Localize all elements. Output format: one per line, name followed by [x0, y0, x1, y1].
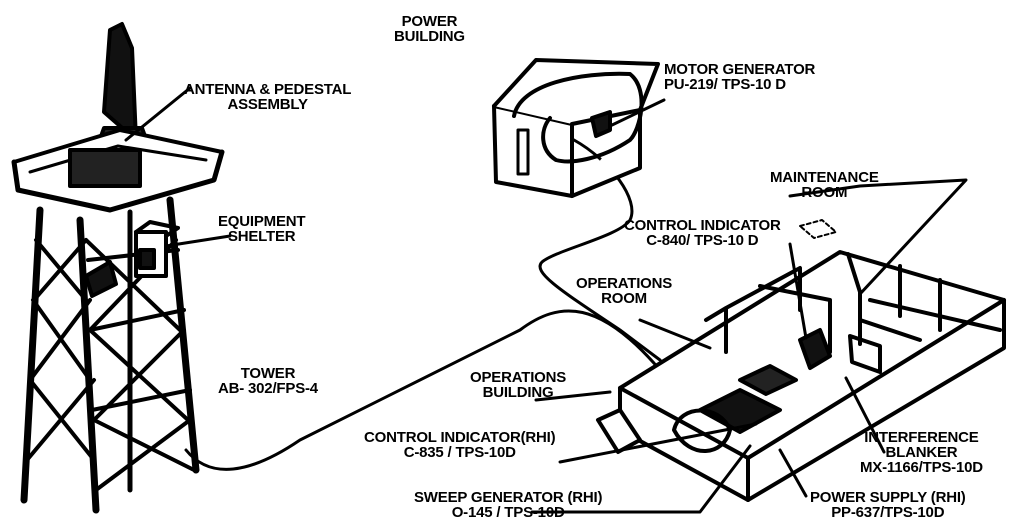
equipment-shelter-label: EQUIPMENT SHELTER: [218, 213, 306, 245]
operations-room-line-2: ROOM: [601, 290, 647, 307]
cable-lines: [184, 138, 662, 471]
equipment-shelter-line-1: EQUIPMENT: [218, 213, 306, 230]
equipment-shelter-line-2: SHELTER: [227, 228, 296, 245]
control-indicator-model: C-840/ TPS-10 D: [646, 232, 759, 249]
power-building-line-2: BUILDING: [394, 28, 465, 45]
power-supply-rhi-label: POWER SUPPLY (RHI) PP-637/TPS-10D: [810, 490, 966, 520]
interference-blanker-line-1: INTERFERENCE: [864, 429, 979, 446]
power-building-drawing: [492, 58, 660, 198]
operations-building-line-2: BUILDING: [482, 384, 554, 401]
tower-line-2: AB- 302/FPS-4: [218, 380, 318, 397]
control-indicator-label: CONTROL INDICATOR C-840/ TPS-10 D: [624, 218, 781, 248]
power-building-label: POWER BUILDING: [394, 14, 465, 44]
motor-generator-label: MOTOR GENERATOR PU-219/ TPS-10 D: [664, 62, 815, 92]
leader-lines: [124, 86, 968, 514]
power-building-line-1: POWER: [401, 13, 458, 30]
maintenance-room-label: MAINTENANCE ROOM: [770, 170, 879, 200]
tower-line-1: TOWER: [240, 365, 296, 382]
operations-building-drawing: [596, 219, 1006, 502]
interference-blanker-model: MX-1166/TPS-10D: [860, 459, 983, 476]
interference-blanker-label: INTERFERENCE BLANKER MX-1166/TPS-10D: [860, 430, 983, 475]
interference-blanker-line-2: BLANKER: [885, 444, 958, 461]
operations-room-line-1: OPERATIONS: [576, 275, 673, 292]
antenna-line-2: ASSEMBLY: [227, 96, 308, 113]
power-supply-rhi-model: PP-637/TPS-10D: [831, 504, 945, 521]
control-indicator-rhi-name: CONTROL INDICATOR(RHI): [364, 429, 556, 446]
control-indicator-rhi-label: CONTROL INDICATOR(RHI) C-835 / TPS-10D: [364, 429, 556, 461]
control-indicator-rhi-model: C-835 / TPS-10D: [403, 444, 516, 461]
operations-room-label: OPERATIONS ROOM: [576, 276, 672, 306]
sweep-generator-rhi-label: SWEEP GENERATOR (RHI) O-145 / TPS-10D: [414, 489, 603, 521]
antenna-line-1: ANTENNA & PEDESTAL: [184, 81, 352, 98]
control-indicator-name: CONTROL INDICATOR: [624, 217, 781, 234]
operations-building-label: OPERATIONS BUILDING: [470, 370, 566, 400]
sweep-generator-rhi-name: SWEEP GENERATOR (RHI): [414, 489, 603, 506]
operations-building-line-1: OPERATIONS: [470, 369, 567, 386]
motor-generator-name: MOTOR GENERATOR: [664, 61, 816, 78]
tower-label: TOWER AB- 302/FPS-4: [218, 366, 318, 396]
maintenance-room-line-1: MAINTENANCE: [770, 169, 879, 186]
motor-generator-model: PU-219/ TPS-10 D: [664, 76, 786, 93]
sweep-generator-rhi-model: O-145 / TPS-10D: [451, 504, 565, 521]
power-supply-rhi-name: POWER SUPPLY (RHI): [810, 489, 966, 506]
antenna-label: ANTENNA & PEDESTAL ASSEMBLY: [184, 82, 351, 112]
maintenance-room-line-2: ROOM: [801, 184, 848, 201]
